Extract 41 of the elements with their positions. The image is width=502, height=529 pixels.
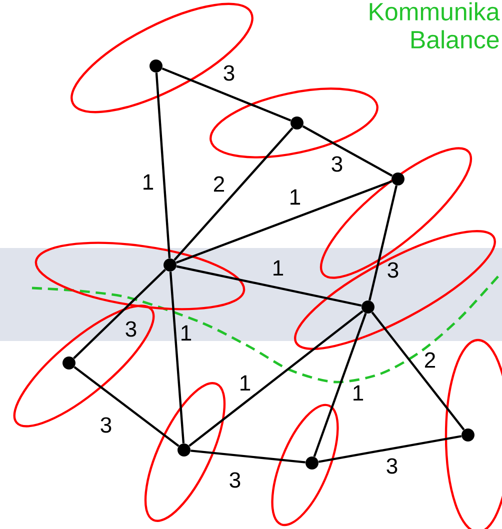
weight-label: 3 [230,472,240,488]
edge-line [302,125,393,177]
vertex-dot [178,444,190,456]
weight-label: 3 [332,156,342,172]
vertex-dot [462,428,474,442]
edge-line [188,310,364,447]
weight-label: 3 [126,321,136,337]
edge-line [318,435,462,463]
weight-label: 3 [388,262,398,278]
weight-label: 1 [274,260,284,276]
vertex-dot [62,356,76,370]
edge-line [155,72,171,258]
weight-label: 3 [224,65,234,81]
edge-line [162,67,292,122]
weight-label: 3 [386,458,398,474]
vertex-dot [392,172,404,186]
edge-line [368,185,398,301]
edge-line [190,450,306,464]
vertex-dot [362,300,374,314]
edge-line [169,272,185,444]
vertex-dot [290,116,304,130]
weight-label: 1 [240,375,250,391]
edge-line [174,127,294,261]
heading-text: Balance [412,30,499,49]
weight-label: 2 [214,176,224,192]
weight-label: 1 [354,385,364,401]
edge-line [176,265,362,307]
weight-label: 2 [425,352,436,368]
vertex-dot [164,258,176,272]
edge-line [74,366,180,447]
heading-text: Kommunika [370,2,500,21]
weight-label: 1 [182,325,192,341]
weight-label: 1 [290,189,300,205]
edge-line [176,180,392,264]
edge-line [73,268,166,360]
vertex-dot [306,456,318,470]
weight-label: 1 [144,174,154,190]
edge-line [371,312,465,430]
weight-label: 3 [100,417,112,433]
edge-line [313,312,367,458]
vertex-dot [150,60,162,72]
